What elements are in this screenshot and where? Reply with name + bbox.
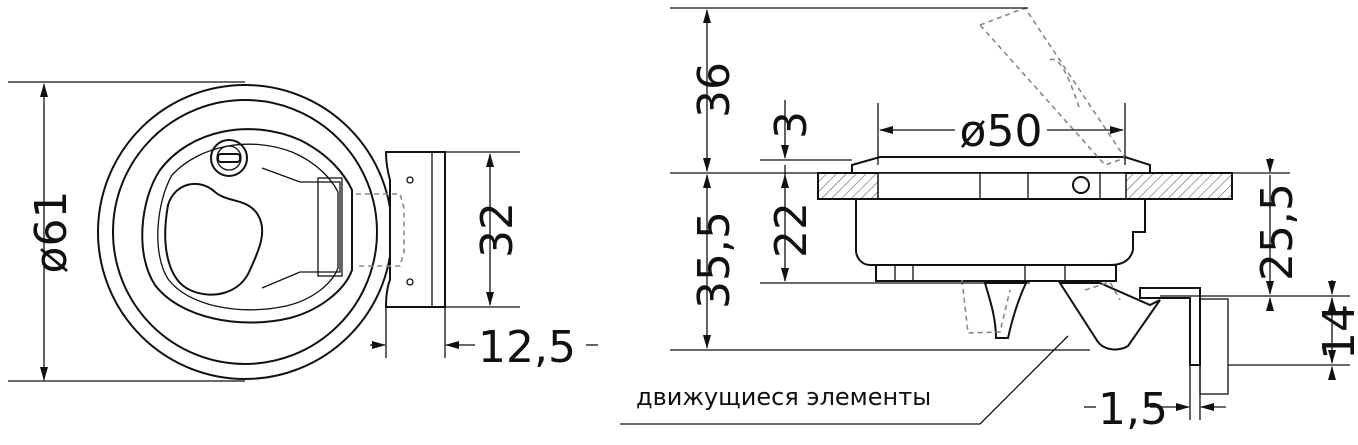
front-dimensions: ø61 32 12,5 xyxy=(8,81,598,382)
dimension-height-36: 36 xyxy=(689,62,740,118)
dimension-thickness-1-5: 1,5 xyxy=(1098,384,1168,435)
front-view xyxy=(97,84,446,380)
dimension-height-14: 14 xyxy=(1314,304,1358,360)
dimension-width-32: 32 xyxy=(472,202,523,258)
dimension-height-35-5: 35,5 xyxy=(689,211,740,309)
dimension-diameter-61: ø61 xyxy=(26,191,77,274)
dimension-height-25-5: 25,5 xyxy=(1252,183,1303,281)
dimension-diameter-50: ø50 xyxy=(960,106,1043,157)
dimension-flange-3: 3 xyxy=(766,111,817,139)
dimension-height-22: 22 xyxy=(766,202,817,258)
section-dimensions: 36 35,5 3 22 ø50 25,5 14 1,5 xyxy=(620,7,1358,435)
caption-moving-parts: движущиеся элементы xyxy=(636,383,931,411)
dimension-depth-12-5: 12,5 xyxy=(478,322,576,373)
section-view xyxy=(817,7,1233,395)
